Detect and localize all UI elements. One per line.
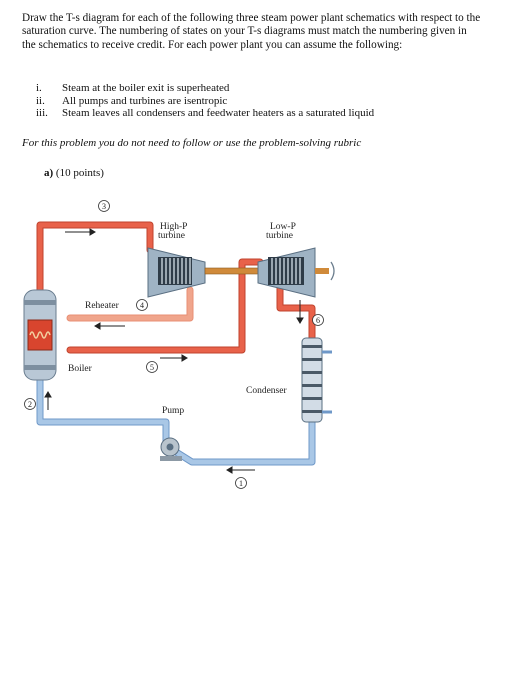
assumption-number: ii. — [36, 94, 45, 107]
state-1-marker: 1 — [235, 477, 247, 489]
assumption-number: iii. — [36, 107, 48, 120]
part-label: a) — [44, 167, 54, 179]
flow-arrows — [44, 228, 304, 474]
reheater-label: Reheater — [85, 301, 120, 311]
assumption-text: Steam leaves all condensers and feedwate… — [62, 107, 375, 120]
assumption-item: iii. Steam leaves all condensers and fee… — [36, 107, 476, 120]
cold-pipes — [36, 374, 316, 466]
problem-intro: Draw the T-s diagram for each of the fol… — [22, 12, 481, 51]
rubric-note: For this problem you do not need to foll… — [22, 137, 362, 149]
lp-turbine — [257, 247, 335, 298]
svg-text:1: 1 — [239, 479, 243, 488]
svg-text:6: 6 — [316, 316, 320, 325]
hot-pipes — [36, 221, 316, 354]
state-5-marker: 5 — [146, 361, 158, 373]
condenser — [301, 337, 332, 423]
component-labels: High-P turbine Low-P turbine Reheater Bo… — [68, 222, 296, 416]
hp-turbine — [147, 247, 206, 298]
assumption-item: ii. All pumps and turbines are isentropi… — [36, 95, 476, 108]
assumption-list: i. Steam at the boiler exit is superheat… — [36, 82, 476, 120]
part-heading: a) (10 points) — [44, 167, 104, 179]
svg-text:5: 5 — [150, 363, 154, 372]
pump-label: Pump — [162, 406, 184, 416]
assumption-item: i. Steam at the boiler exit is superheat… — [36, 82, 476, 95]
state-2-marker: 2 — [24, 398, 36, 410]
turbine-shaft — [204, 267, 262, 275]
hp-turbine-label: turbine — [158, 231, 185, 241]
svg-text:2: 2 — [28, 400, 32, 409]
lp-turbine-label: Low-P — [270, 222, 296, 232]
svg-text:3: 3 — [102, 202, 106, 211]
boiler — [23, 289, 57, 381]
assumption-text: Steam at the boiler exit is superheated — [62, 82, 230, 94]
state-4-marker: 4 — [136, 299, 148, 311]
pump — [160, 437, 182, 461]
assumption-text: All pumps and turbines are isentropic — [62, 94, 228, 107]
hp-turbine-label: High-P — [160, 222, 187, 232]
boiler-label: Boiler — [68, 364, 93, 374]
part-points: (10 points) — [55, 167, 104, 179]
state-markers: 3 4 5 6 2 1 — [24, 200, 324, 489]
state-3-marker: 3 — [98, 200, 110, 212]
assumption-number: i. — [36, 82, 42, 94]
svg-text:4: 4 — [140, 301, 144, 310]
lp-turbine-label: turbine — [266, 231, 293, 241]
state-6-marker: 6 — [312, 314, 324, 326]
condenser-label: Condenser — [246, 386, 287, 396]
